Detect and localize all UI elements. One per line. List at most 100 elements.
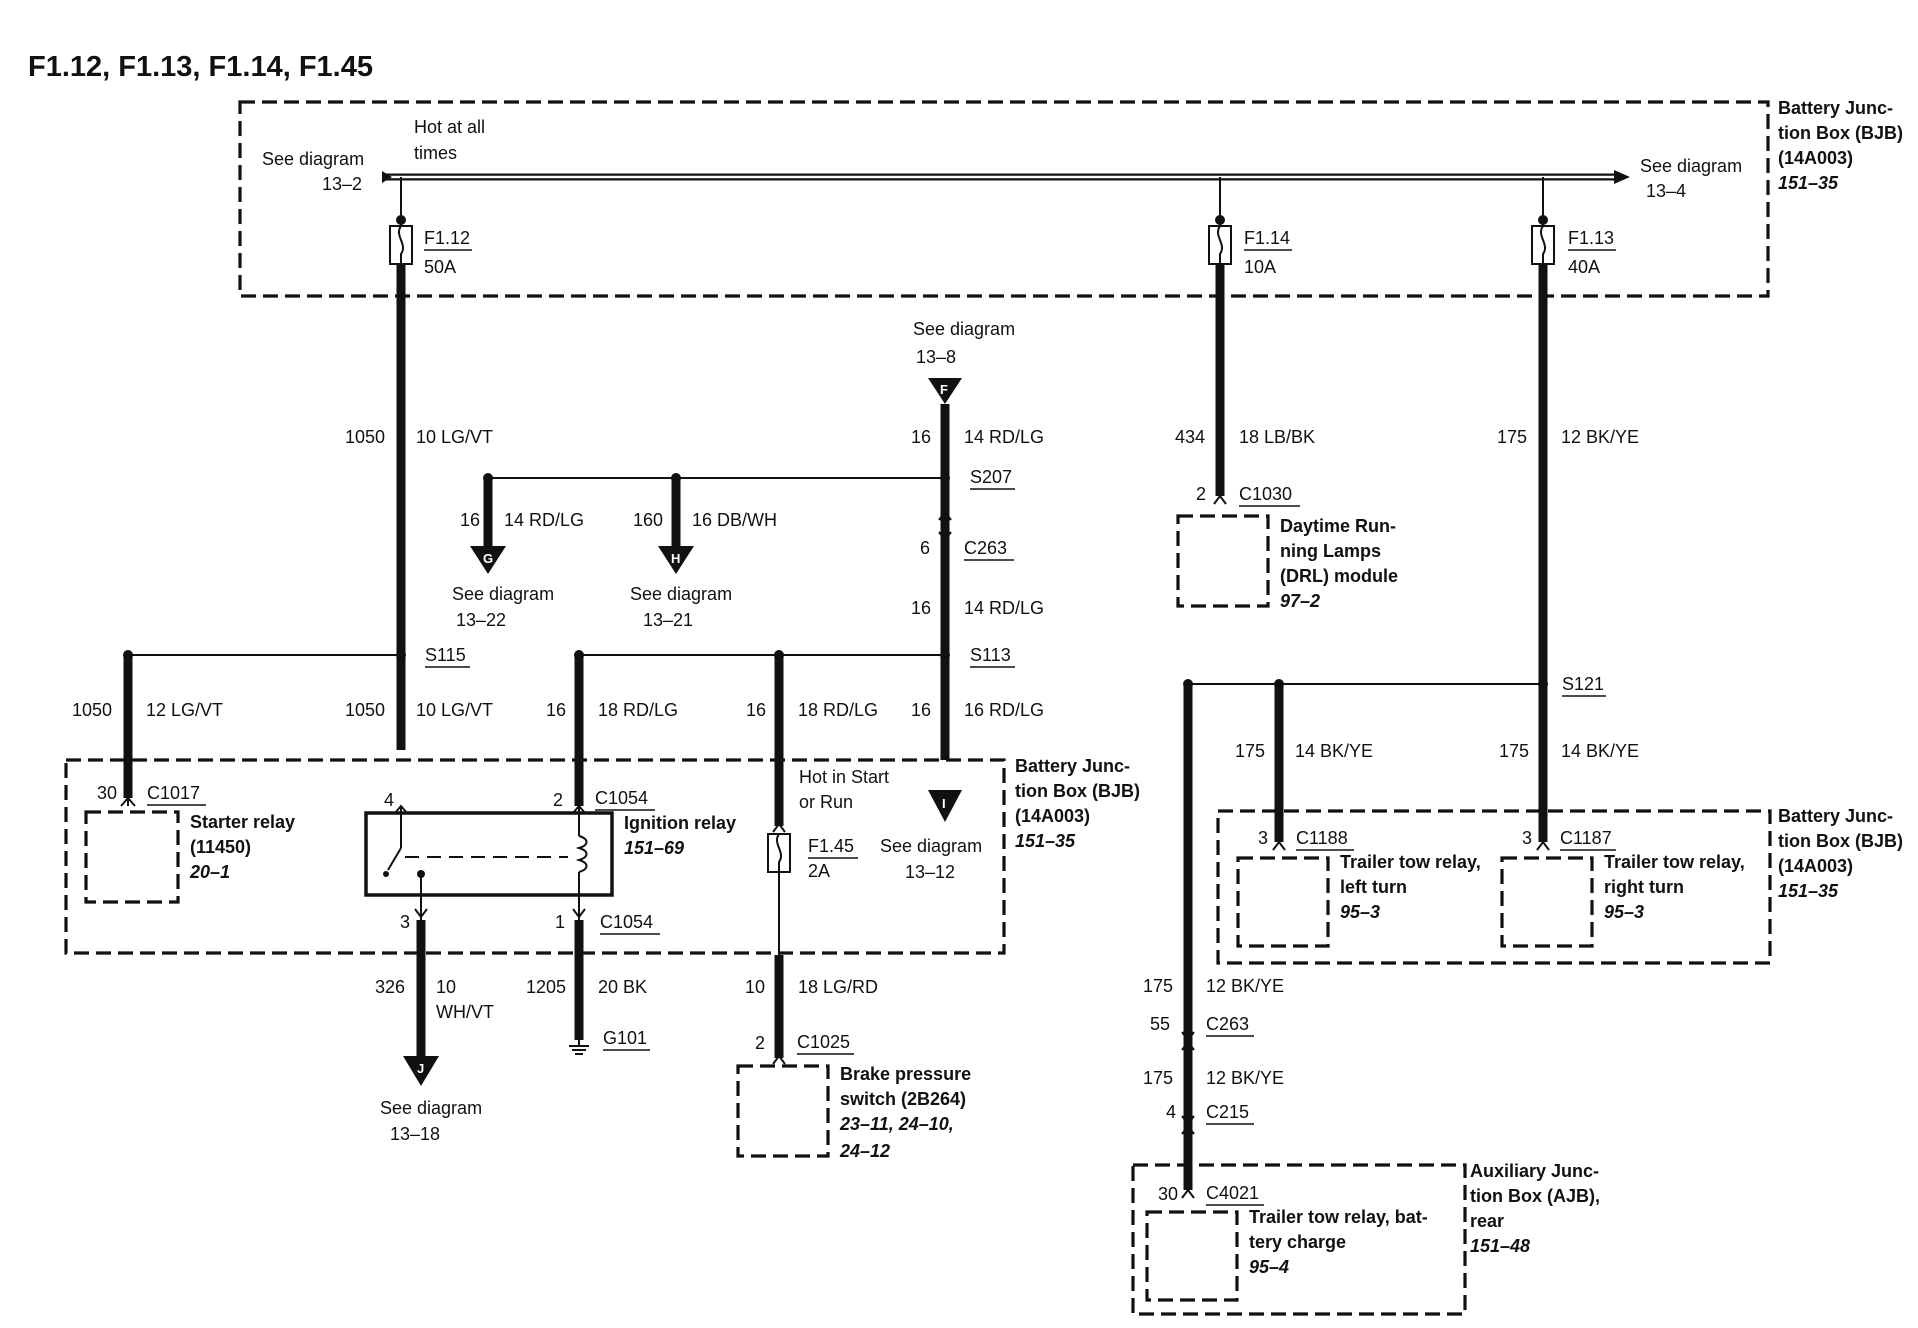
c1187-name: C1187: [1560, 828, 1612, 848]
svg-text:Trailer tow relay,: Trailer tow relay,: [1604, 852, 1745, 872]
offpage-f-letter: F: [940, 382, 948, 397]
c263-connector-arrows: [938, 510, 952, 542]
c1188-pin: 3: [1258, 828, 1268, 848]
c1017-pin: 30: [97, 783, 117, 803]
offpage-h-see: See diagram: [630, 584, 732, 604]
splice-s115: S115: [425, 645, 466, 665]
c1054-top-name: C1054: [595, 788, 648, 808]
c263-aux-pin: 55: [1150, 1014, 1170, 1034]
wire-16-ign2-circuit: 16: [546, 700, 566, 720]
wire-1050-ign-gauge: 10 LG/VT: [416, 700, 493, 720]
offpage-i-letter: I: [942, 796, 946, 811]
fuse-f145-rating: 2A: [808, 861, 830, 881]
svg-text:Brake pressure: Brake pressure: [840, 1064, 971, 1084]
wire-1050-gauge: 10 LG/VT: [416, 427, 493, 447]
bjb-right-label: Battery Junc- tion Box (BJB) (14A003) 15…: [1778, 806, 1903, 901]
svg-text:95–3: 95–3: [1340, 902, 1380, 922]
offpage-g-ref: 13–22: [456, 610, 506, 630]
svg-text:ning Lamps: ning Lamps: [1280, 541, 1381, 561]
svg-text:Battery Junc-: Battery Junc-: [1778, 98, 1893, 118]
fuse-icon: [767, 833, 791, 873]
ajb-outline: [1131, 1163, 1467, 1316]
c1188-name: C1188: [1296, 828, 1348, 848]
fuse-icon: [1531, 225, 1555, 265]
wire-434-circuit: 434: [1175, 427, 1205, 447]
offpage-f-see: See diagram: [913, 319, 1015, 339]
fuse-f114-rating: 10A: [1244, 257, 1276, 277]
svg-text:97–2: 97–2: [1280, 591, 1320, 611]
svg-text:right turn: right turn: [1604, 877, 1684, 897]
offpage-j-see: See diagram: [380, 1098, 482, 1118]
offpage-h-ref: 13–21: [643, 610, 693, 630]
wire-10-circuit: 10: [745, 977, 765, 997]
wire-16-f145-circuit: 16: [746, 700, 766, 720]
c1187-pin: 3: [1522, 828, 1532, 848]
trailer-right-relay-box: [1500, 856, 1594, 948]
wire-16-ign2-gauge: 18 RD/LG: [598, 700, 678, 720]
wire-16-g-circuit: 16: [460, 510, 480, 530]
c263-top-pin: 6: [920, 538, 930, 558]
svg-text:151–35: 151–35: [1778, 881, 1839, 901]
c215-name: C215: [1206, 1102, 1249, 1122]
c4021-name: C4021: [1206, 1183, 1259, 1203]
svg-text:24–12: 24–12: [839, 1141, 890, 1161]
svg-text:Auxiliary Junc-: Auxiliary Junc-: [1470, 1161, 1599, 1181]
fuse-f145-name: F1.45: [808, 836, 854, 856]
c1025-pin: 2: [755, 1033, 765, 1053]
wire-175-aux1-circuit: 175: [1143, 976, 1173, 996]
wire-1050-circuit: 1050: [345, 427, 385, 447]
svg-text:95–3: 95–3: [1604, 902, 1644, 922]
svg-text:Daytime Run-: Daytime Run-: [1280, 516, 1396, 536]
svg-text:151–35: 151–35: [1778, 173, 1839, 193]
offpage-f-arrow: [928, 378, 962, 404]
diagram-title: F1.12, F1.13, F1.14, F1.45: [28, 51, 373, 83]
wire-16-i-circuit: 16: [911, 700, 931, 720]
bus-left-see: See diagram: [262, 149, 364, 169]
trailer-batt-relay-label: Trailer tow relay, bat- tery charge 95–4: [1249, 1207, 1428, 1277]
wire-1050-starter-circuit: 1050: [72, 700, 112, 720]
brake-switch-label: Brake pressure switch (2B264) 23–11, 24–…: [839, 1064, 971, 1161]
offpage-i-see: See diagram: [880, 836, 982, 856]
hot-at-all-times-2: times: [414, 143, 457, 163]
svg-text:151–48: 151–48: [1470, 1236, 1530, 1256]
ground-icon: [569, 1040, 589, 1055]
trailer-batt-relay-box: [1145, 1210, 1239, 1302]
pin-arrow: [120, 796, 136, 807]
svg-text:rear: rear: [1470, 1211, 1504, 1231]
svg-text:Starter relay: Starter relay: [190, 812, 295, 832]
wire-10-gauge: 18 LG/RD: [798, 977, 878, 997]
c1017-name: C1017: [147, 783, 200, 803]
c1054-bot-name: C1054: [600, 912, 653, 932]
fuse-f112-rating: 50A: [424, 257, 456, 277]
wire-326-gauge: 10: [436, 977, 456, 997]
c1030-name: C1030: [1239, 484, 1292, 504]
wire-175-right-gauge: 14 BK/YE: [1561, 741, 1639, 761]
wire-16-g-gauge: 14 RD/LG: [504, 510, 584, 530]
svg-text:tion Box (BJB): tion Box (BJB): [1778, 123, 1903, 143]
ignition-relay-box: [364, 811, 614, 897]
wire-1205-gauge: 20 BK: [598, 977, 647, 997]
bus-right-ref: 13–4: [1646, 181, 1686, 201]
svg-text:151–69: 151–69: [624, 838, 684, 858]
offpage-f-ref: 13–8: [916, 347, 956, 367]
svg-text:(DRL) module: (DRL) module: [1280, 566, 1398, 586]
bus-right-see: See diagram: [1640, 156, 1742, 176]
bjb-top-label: Battery Junc- tion Box (BJB) (14A003) 15…: [1778, 98, 1903, 193]
wire-160-h-gauge: 16 DB/WH: [692, 510, 777, 530]
ignition-relay-label: Ignition relay 151–69: [624, 813, 736, 858]
wire-1050-ign-circuit: 1050: [345, 700, 385, 720]
wire-16-i-gauge: 16 RD/LG: [964, 700, 1044, 720]
wire-1205-circuit: 1205: [526, 977, 566, 997]
wire-175-left-gauge: 14 BK/YE: [1295, 741, 1373, 761]
c4021-pin: 30: [1158, 1184, 1178, 1204]
svg-text:(14A003): (14A003): [1778, 856, 1853, 876]
fuse-drops: [396, 177, 1548, 226]
ajb-label: Auxiliary Junc- tion Box (AJB), rear 151…: [1470, 1161, 1600, 1256]
offpage-i-arrow: [928, 790, 962, 822]
svg-text:Trailer tow relay, bat-: Trailer tow relay, bat-: [1249, 1207, 1428, 1227]
fuse-icon: [389, 225, 413, 265]
svg-text:20–1: 20–1: [189, 862, 230, 882]
ground-g101: G101: [603, 1028, 647, 1048]
trailer-left-relay-box: [1236, 856, 1330, 948]
c1030-pin: 2: [1196, 484, 1206, 504]
